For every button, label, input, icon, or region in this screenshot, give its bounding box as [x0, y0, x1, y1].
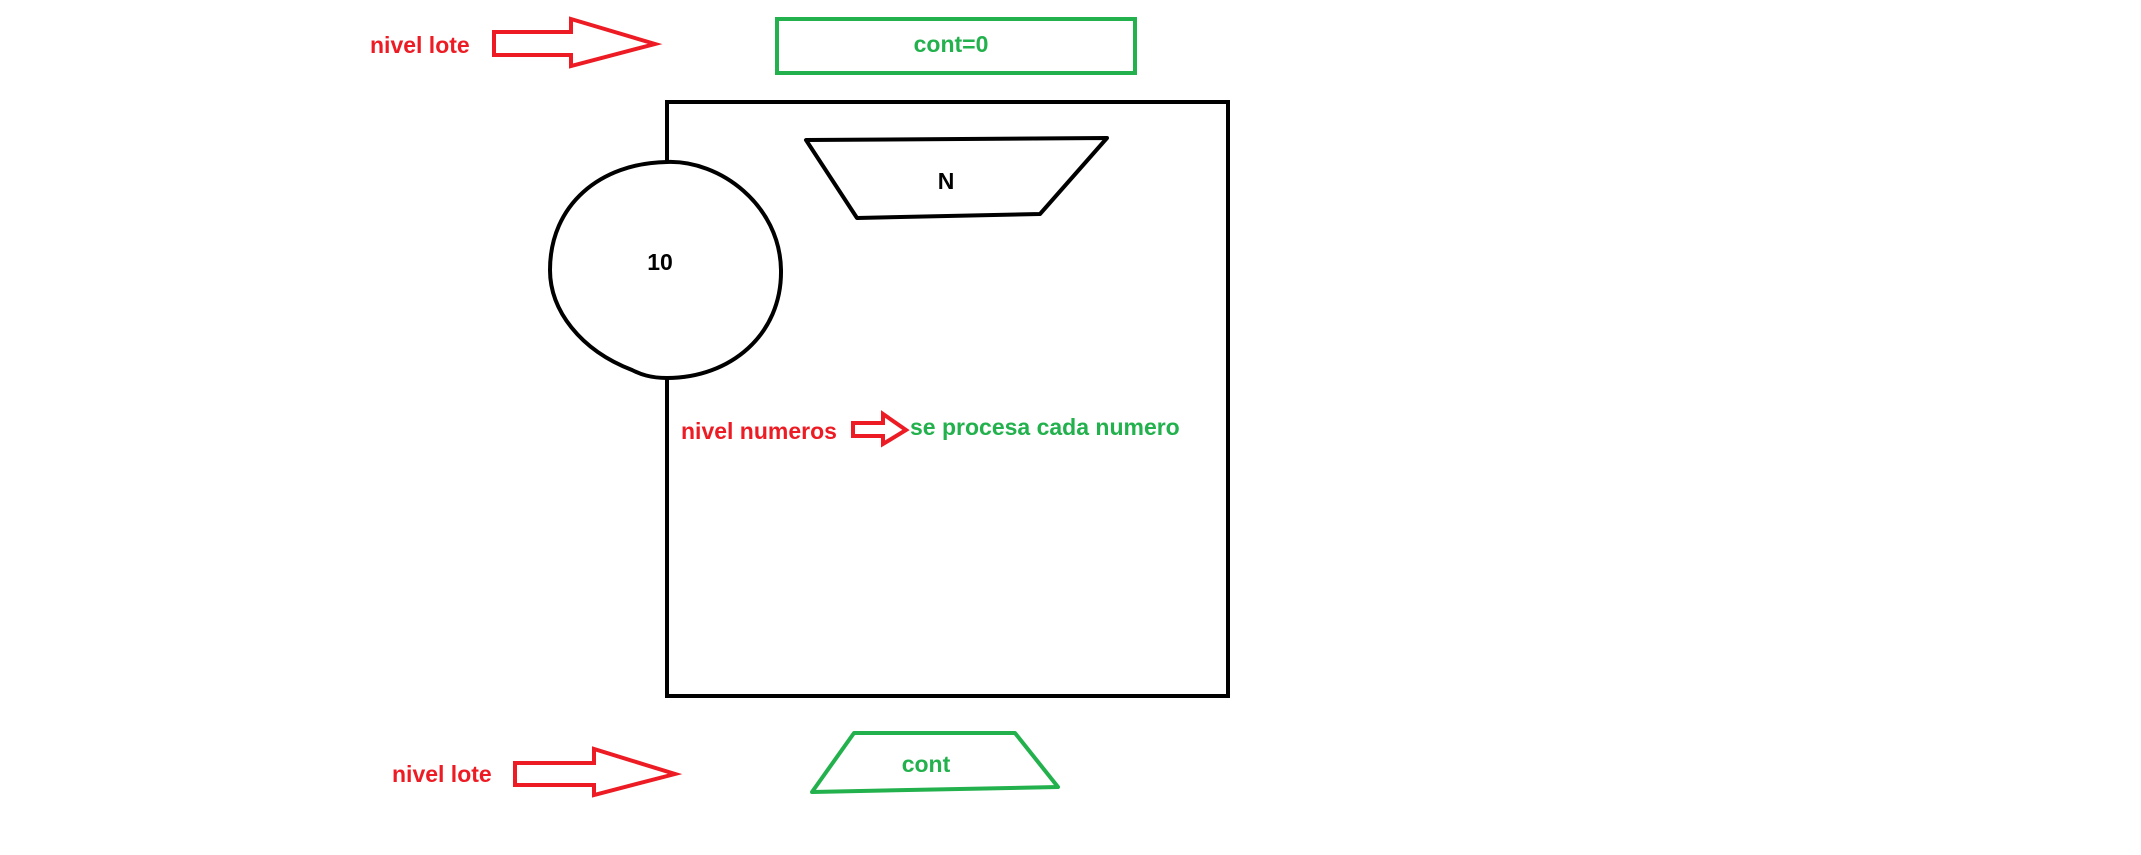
top-level-arrow [492, 16, 663, 69]
input-n-label: N [938, 168, 955, 194]
numbers-level-label: nivel numeros [681, 418, 837, 444]
loop-count-label: 10 [647, 249, 673, 275]
bottom-level-arrow [513, 746, 683, 798]
output-cont-trapezoid [810, 731, 1060, 794]
output-cont-label: cont [902, 751, 951, 777]
input-n-trapezoid [804, 136, 1109, 220]
numbers-level-arrow [851, 410, 910, 448]
init-counter-label: cont=0 [914, 31, 989, 57]
top-level-label: nivel lote [370, 32, 470, 58]
process-note: se procesa cada numero [910, 414, 1180, 440]
loop-body-frame [665, 100, 1230, 698]
init-counter-box [775, 17, 1137, 75]
bottom-level-label: nivel lote [392, 761, 492, 787]
loop-circle [547, 159, 784, 381]
